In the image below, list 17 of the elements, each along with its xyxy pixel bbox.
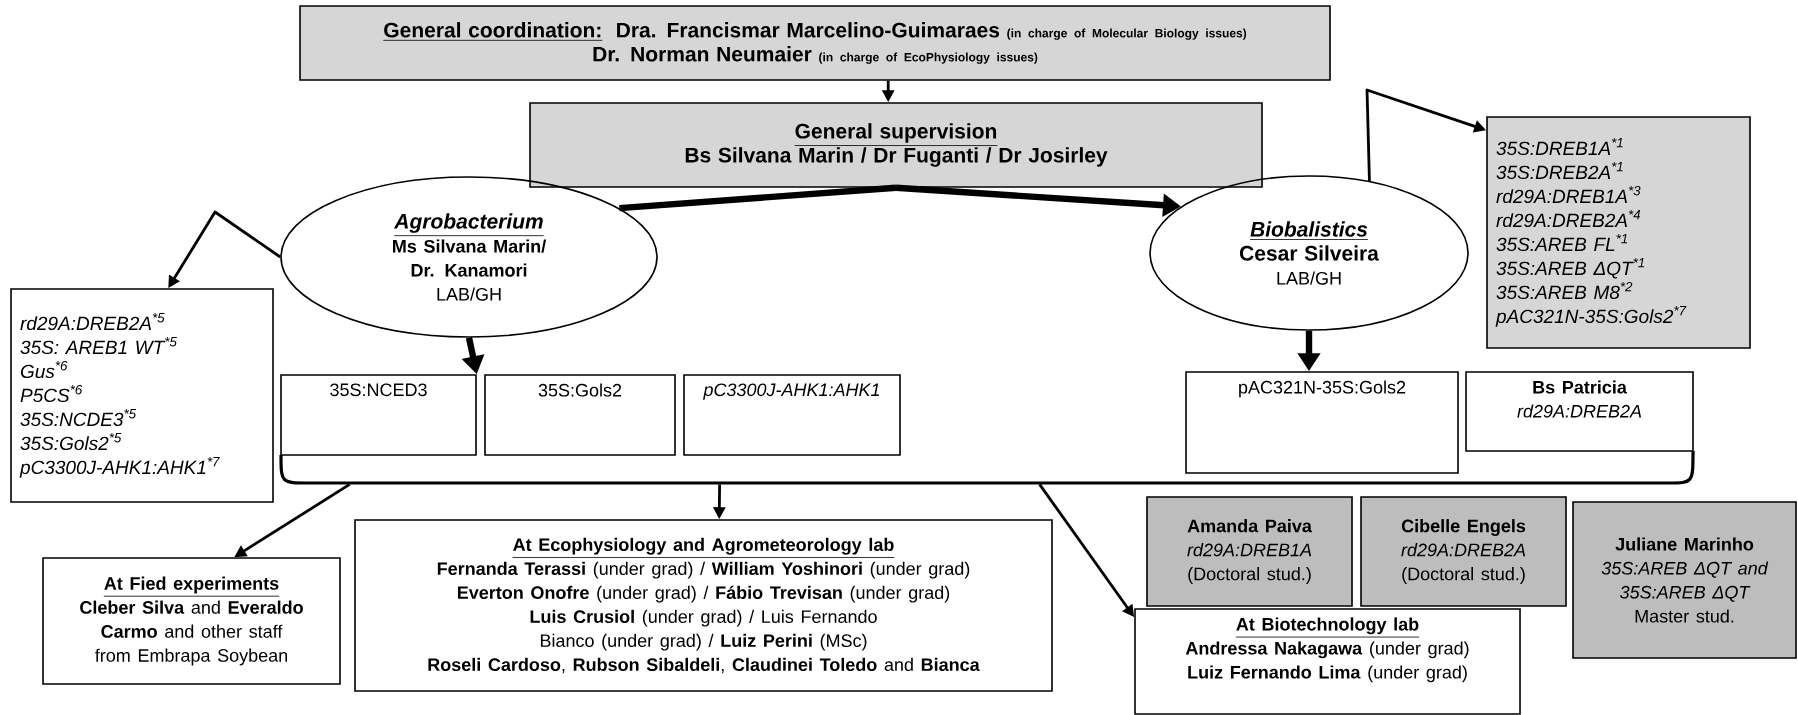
team-box: At Ecophysiology and Agrometeorology lab Fernanda Terassi (under grad) / William Yoshinori (under grad) Everton Onofre (under grad) / Fábio Trevisan (under grad) Luis Crusiol (under grad) / Luis Fernando Bianco (under grad) / Luiz Perini (MSc) Roseli Cardoso, Rubson Sibaldeli, Claudinei Toledo and Bianca bbox=[354, 519, 1053, 692]
connector-line bbox=[619, 184, 897, 212]
team-box: At Fied experiments Cleber Silva and Everaldo Carmo and other staff from Embrapa Soybean bbox=[42, 557, 341, 685]
bracket bbox=[279, 450, 1695, 485]
construct-box: 35S:NCED3 bbox=[280, 374, 477, 456]
construct-box: 35S:Gols2 bbox=[484, 374, 676, 456]
construct-box: pC3300J-AHK1:AHK1 bbox=[683, 374, 901, 456]
coordination-box: General coordination: Dra. Francismar Marcelino-Guimaraes (in charge of Molecular Biology issues) Dr. Norman Neumaier (in charge of EcoPhysiology issues) bbox=[299, 5, 1331, 81]
student-box: Cibelle Engels rd29A:DREB2A (Doctoral stud.) bbox=[1360, 496, 1567, 607]
construct-box: pAC321N-35S:Gols2 bbox=[1185, 371, 1459, 474]
team-box: At Biotechnology lab Andressa Nakagawa (under grad) Luiz Fernando Lima (under grad) bbox=[1134, 608, 1521, 715]
student-box: Juliane Marinho 35S:AREB ΔQT and 35S:AREB ΔQT Master stud. bbox=[1572, 501, 1797, 659]
construct-list-box: 35S:DREB1A$^{*1}$ 35S:DREB2A$^{*1}$ rd29A:DREB1A$^{*3}$ rd29A:DREB2A$^{*4}$ 35S:AREB FL$^{*1}$ 35S:AREB ΔQT$^{*1}$ 35S:AREB M8$^{*2}$ pAC321N-35S:Gols2$^{*7}$ bbox=[1486, 116, 1751, 349]
supervision-box: General supervision Bs Silvana Marin / Dr Fuganti / Dr Josirley bbox=[529, 102, 1263, 188]
construct-box: Bs Patricia rd29A:DREB2A bbox=[1465, 371, 1694, 452]
construct-list-box: rd29A:DREB2A$^{*5}$ 35S: AREB1 WT$^{*5}$ Gus$^{*6}$ P5CS$^{*6}$ 35S:NCDE3$^{*5}$ 35S:Gols2$^{*5}$ pC3300J-AHK1:AHK1$^{*7}$ bbox=[10, 288, 274, 503]
student-box: Amanda Paiva rd29A:DREB1A (Doctoral stud.) bbox=[1146, 496, 1353, 607]
